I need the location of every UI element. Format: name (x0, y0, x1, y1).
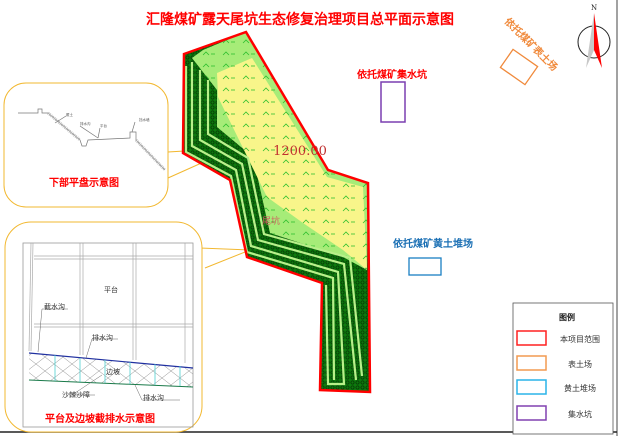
elevation-label: 1200.00 (273, 144, 327, 159)
callout-lower-bench: 覆土 排水沟 平台 挡水墙 下部平盘示意图 (3, 82, 169, 208)
svg-text:沙棘沙障: 沙棘沙障 (62, 390, 90, 399)
legend-item-topsoil: 表土场 (516, 355, 592, 371)
sump-label: 依托煤矿集水坑 (357, 68, 427, 81)
legend-item-project: 本项目范围 (516, 330, 600, 346)
sump-rect (380, 81, 406, 123)
svg-text:挡水墙: 挡水墙 (139, 117, 150, 122)
svg-text:平台: 平台 (100, 123, 107, 128)
svg-text:排水沟: 排水沟 (80, 121, 91, 126)
legend-item-sump: 集水坑 (516, 405, 592, 421)
svg-text:边坡: 边坡 (106, 367, 120, 376)
terrace-stripes (184, 62, 364, 386)
svg-text:黄土堆场: 黄土堆场 (564, 383, 596, 393)
bench-section-drawing (18, 108, 167, 172)
svg-text:截水沟: 截水沟 (44, 302, 65, 311)
callout-drainage: 平台 截水沟 排水沟 边坡 沙棘沙障 排水沟 平台及边坡截排水示意图 (4, 221, 203, 433)
page-title: 汇隆煤矿露天尾坑生态修复治理项目总平面示意图 (146, 11, 454, 28)
svg-text:平台: 平台 (104, 285, 118, 294)
yellow-soil-rect (408, 257, 442, 276)
topsoil-label: 依托煤矿表土场 (502, 15, 561, 74)
north-arrow-icon: N (577, 4, 611, 68)
pit-label: 尾坑 (262, 215, 280, 227)
svg-text:本项目范围: 本项目范围 (560, 334, 600, 344)
svg-text:集水坑: 集水坑 (568, 409, 592, 419)
project-boundary (181, 30, 372, 394)
topsoil-rect (499, 48, 539, 86)
legend: 图例 本项目范围 表土场 黄土堆场 集水坑 (512, 302, 614, 435)
svg-text:排水沟: 排水沟 (92, 333, 113, 342)
platform-grid (28, 242, 193, 363)
svg-text:排水沟: 排水沟 (143, 393, 164, 402)
svg-text:N: N (591, 4, 597, 12)
yellow-soil-label: 依托煤矿黄土堆场 (393, 237, 473, 250)
project-area: 1200.00 尾坑 (181, 30, 372, 394)
svg-text:表土场: 表土场 (568, 359, 592, 369)
drainage-caption: 平台及边坡截排水示意图 (45, 412, 155, 425)
legend-title: 图例 (559, 312, 575, 322)
lower-bench-caption: 下部平盘示意图 (49, 176, 119, 189)
legend-item-yellow-soil: 黄土堆场 (516, 379, 596, 395)
svg-text:覆土: 覆土 (66, 112, 73, 117)
